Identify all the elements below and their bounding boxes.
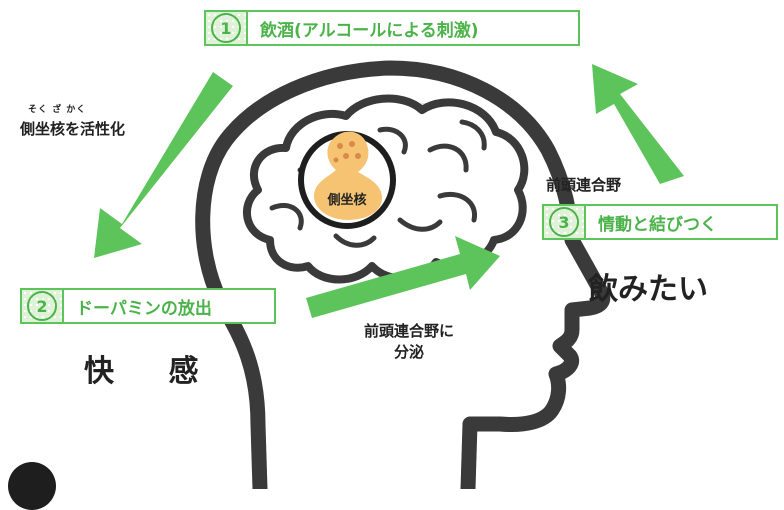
arrow-step3-to-step1: [592, 64, 684, 184]
secreted-text: 前頭連合野に 分泌: [344, 320, 474, 362]
step-2-number: 2: [22, 290, 64, 322]
secreted-line-1: 前頭連合野に: [363, 322, 454, 340]
nucleus-activation-text: 側坐核を活性化: [20, 120, 126, 138]
arrow-step2-to-brain: [306, 236, 500, 318]
step-3-label: 情動と結びつく: [598, 214, 717, 235]
step-2-box: 2 ドーパミンの放出: [20, 288, 276, 324]
nucleus-label: 側坐核: [327, 193, 367, 208]
secreted-line-2: 分泌: [393, 343, 424, 361]
head-outline: [195, 60, 611, 489]
step-1-number: 1: [206, 12, 248, 44]
nucleus-dots: [333, 141, 361, 163]
prefrontal-text: 前頭連合野: [546, 176, 622, 194]
step-1-label: 飲酒(アルコールによる刺激): [260, 20, 479, 41]
step-2-label: ドーパミンの放出: [76, 298, 212, 319]
diagram: 1 飲酒(アルコールによる刺激) 2 ドーパミンの放出 3 情動と結びつく そく…: [8, 10, 778, 510]
ruby-reading: そく ざ かく: [28, 105, 87, 115]
diagram-art: [94, 60, 684, 489]
pleasure-text: 快 感: [84, 354, 221, 389]
nucleus-shape: [314, 131, 382, 220]
arrow-step1-to-step2: [94, 72, 233, 258]
step-1-box: 1 飲酒(アルコールによる刺激): [204, 10, 580, 46]
want-to-drink-text: 飲みたい: [588, 272, 708, 307]
step-3-box: 3 情動と結びつく: [542, 204, 778, 240]
corner-circle: [8, 462, 56, 510]
flow-arrows: [94, 64, 684, 318]
step-3-number: 3: [544, 206, 586, 238]
